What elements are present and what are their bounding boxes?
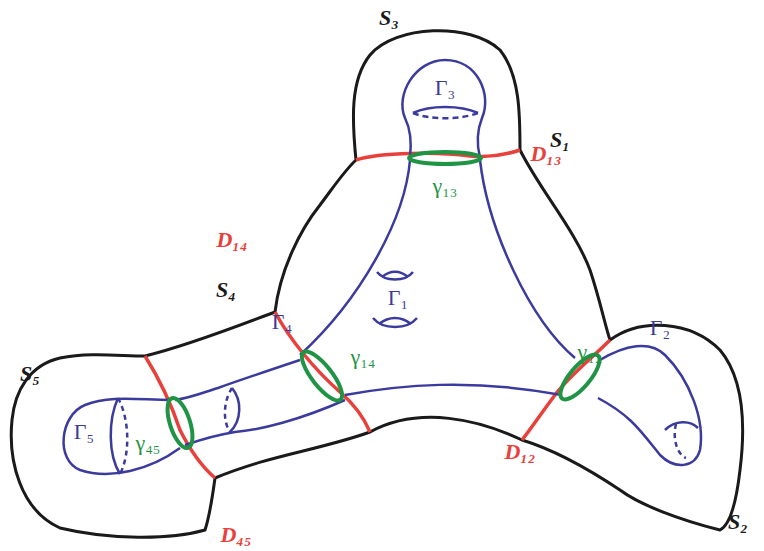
- graph-name: Γ₁: [386, 286, 410, 310]
- surface-outline: [11, 31, 742, 538]
- loop-name: γ₁₄: [348, 345, 377, 369]
- blue-graph: [64, 60, 701, 474]
- loop-name: γ₁₂: [575, 340, 604, 364]
- cut-curve-name: D₁₄: [214, 228, 249, 252]
- green-loops: [162, 152, 605, 451]
- region-name: S₅: [18, 362, 42, 386]
- graph-name: Γ₃: [433, 76, 457, 100]
- loop-name: γ₄₅: [133, 431, 162, 455]
- region-name: S₁: [548, 128, 572, 152]
- region-name: S₃: [377, 6, 401, 30]
- loop-name: γ₁₃: [430, 174, 459, 198]
- graph-name: Γ₅: [72, 420, 96, 444]
- graph-name: Γ₄: [270, 310, 294, 334]
- cut-curves: [145, 150, 610, 478]
- region-name: S₄: [214, 278, 238, 302]
- region-name: S₂: [726, 510, 750, 534]
- cut-curve-name: D₁₂: [502, 440, 537, 464]
- graph-name: Γ₂: [648, 316, 672, 340]
- cut-curve-name: D₄₅: [218, 523, 253, 547]
